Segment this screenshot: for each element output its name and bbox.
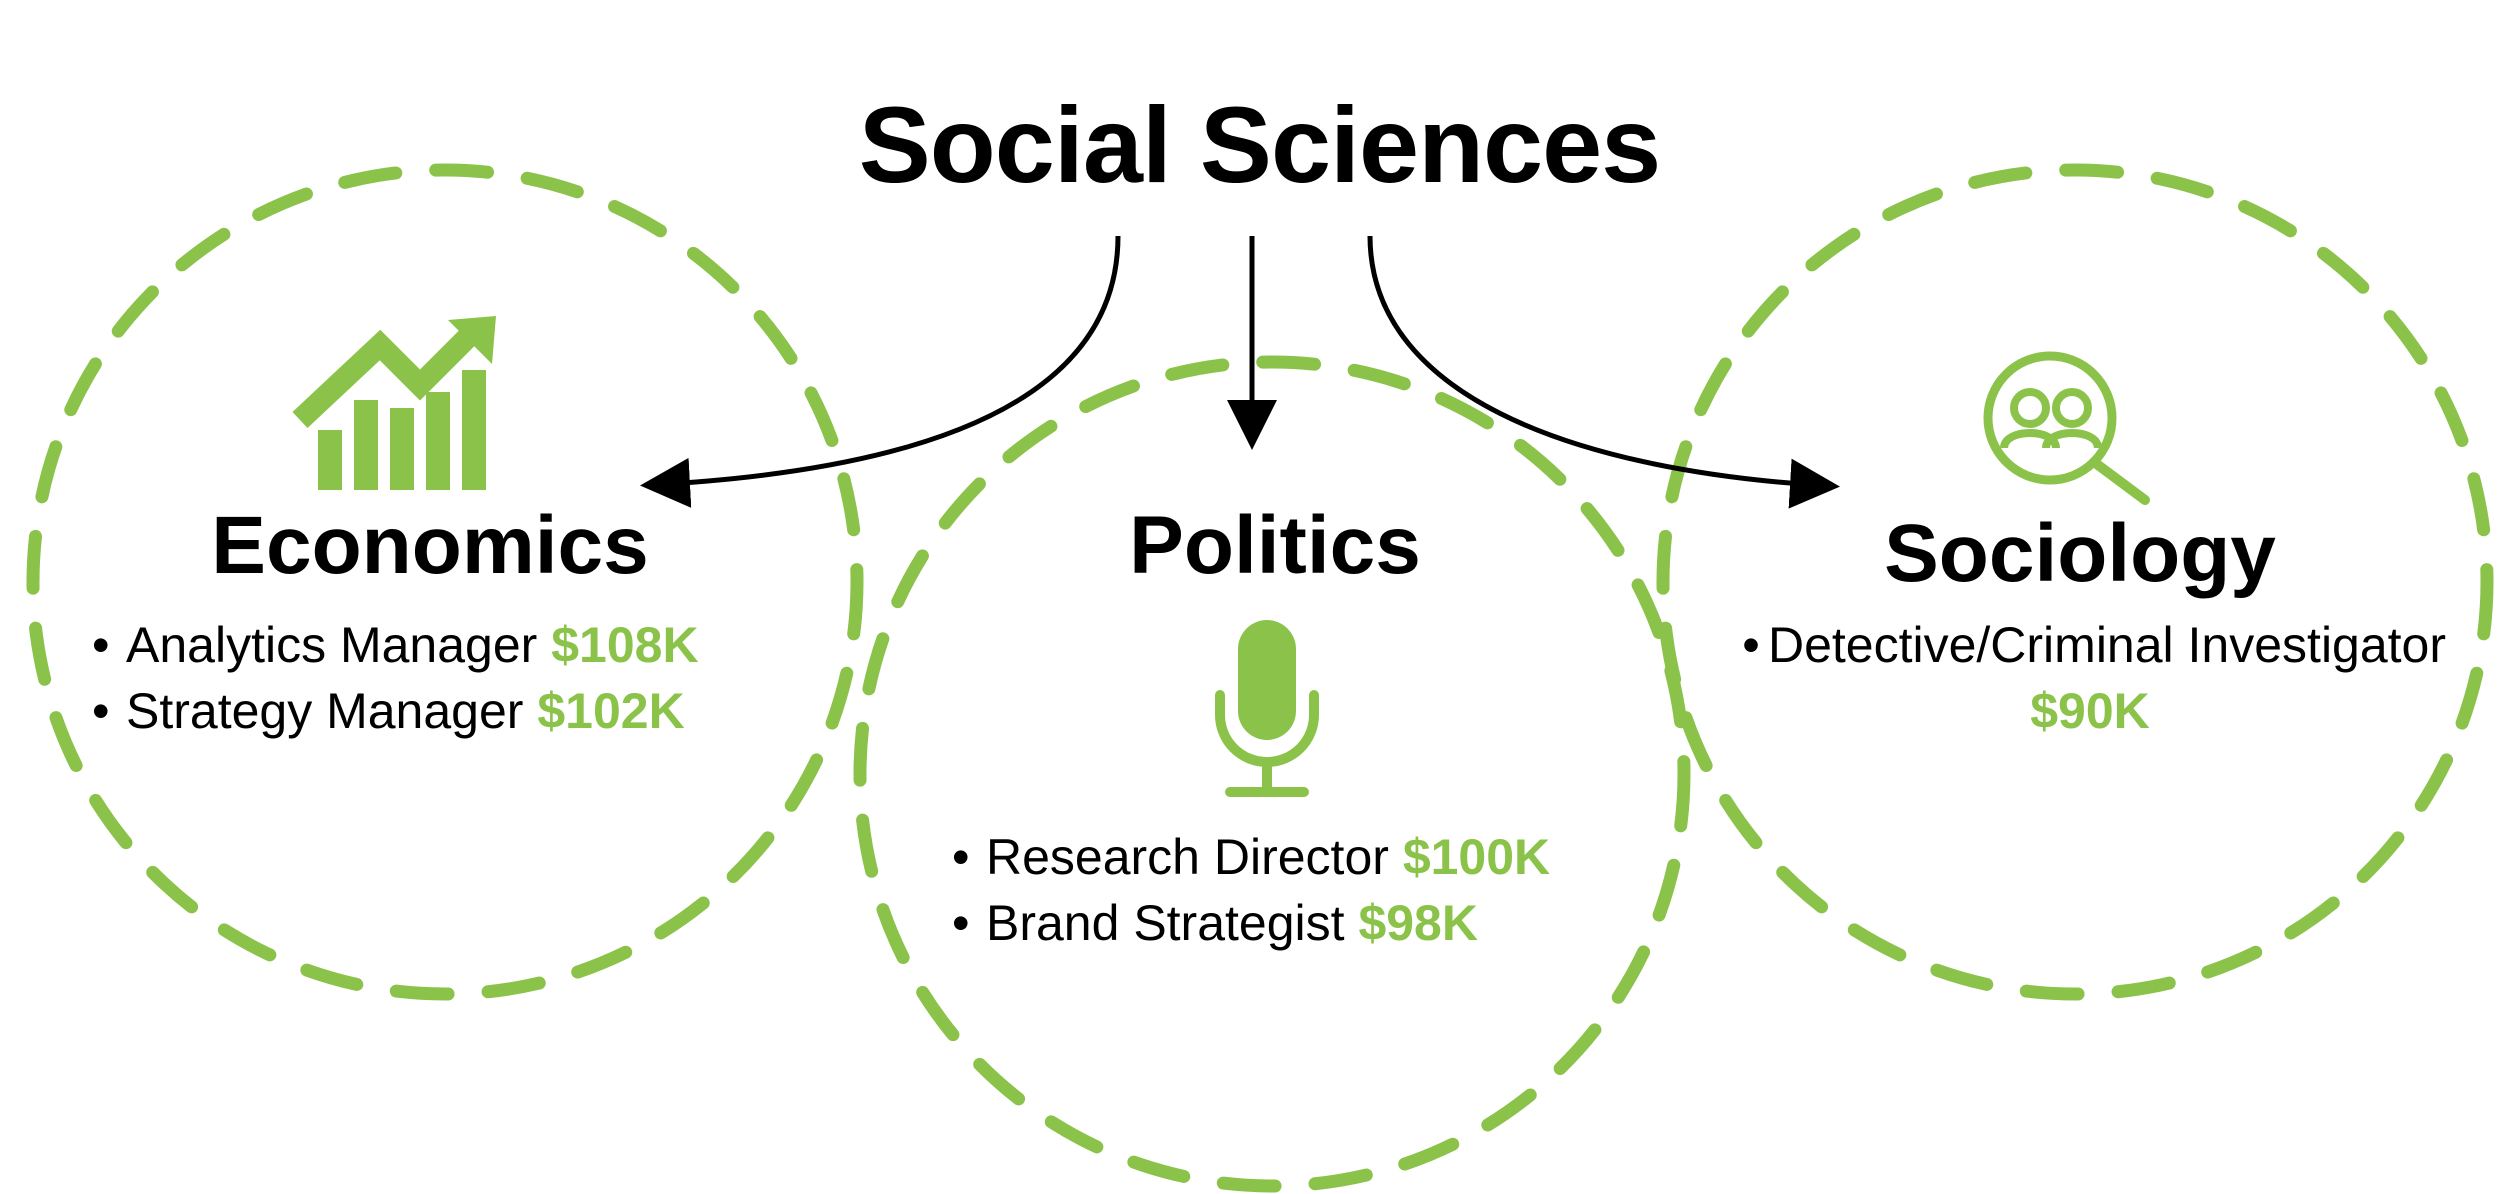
list-item: •Detective/Criminal Investigator xyxy=(1690,612,2490,678)
list-item: • Research Director $100K xyxy=(952,824,1550,890)
list-item: • Analytics Manager $108K xyxy=(92,612,699,678)
sociology-circle xyxy=(1656,163,2494,1001)
job-salary: $98K xyxy=(1358,895,1478,951)
bullet-glyph: • xyxy=(952,829,970,885)
economics-heading: Economics xyxy=(211,500,649,591)
politics-circle xyxy=(853,355,1691,1193)
job-title: Detective/Criminal Investigator xyxy=(1767,617,2447,673)
economics-job-list: • Analytics Manager $108K • Strategy Manag… xyxy=(92,612,699,744)
bullet-glyph: • xyxy=(952,895,970,951)
bullet-glyph: • xyxy=(1742,617,1760,673)
politics-job-list: • Research Director $100K • Brand Strategi… xyxy=(952,824,1550,956)
job-salary: $108K xyxy=(551,617,699,673)
sociology-heading: Sociology xyxy=(1884,508,2276,599)
arrow-to-economics xyxy=(640,235,1121,508)
job-title: Strategy Manager xyxy=(126,683,524,739)
job-salary: $102K xyxy=(537,683,685,739)
job-salary: $100K xyxy=(1402,829,1551,885)
economics-circle xyxy=(26,163,864,1001)
list-item: • Strategy Manager $102K xyxy=(92,678,699,744)
microphone-icon xyxy=(1215,620,1319,797)
job-title: Research Director xyxy=(986,829,1389,885)
arrow-to-sociology xyxy=(1367,235,1840,509)
sociology-job-list: •Detective/Criminal Investigator $90K xyxy=(1690,612,2490,744)
bullet-glyph: • xyxy=(92,617,110,673)
bullet-glyph: • xyxy=(92,683,110,739)
diagram-title: Social Sciences xyxy=(858,84,1662,205)
growth-chart-icon xyxy=(292,316,496,490)
job-salary: $90K xyxy=(2030,683,2150,739)
job-title: Brand Strategist xyxy=(986,895,1345,951)
list-item: • Brand Strategist $98K xyxy=(952,890,1550,956)
job-title: Analytics Manager xyxy=(126,617,538,673)
people-search-icon xyxy=(1983,351,2150,505)
list-item: $90K xyxy=(1690,678,2490,744)
politics-heading: Politics xyxy=(1129,500,1421,591)
